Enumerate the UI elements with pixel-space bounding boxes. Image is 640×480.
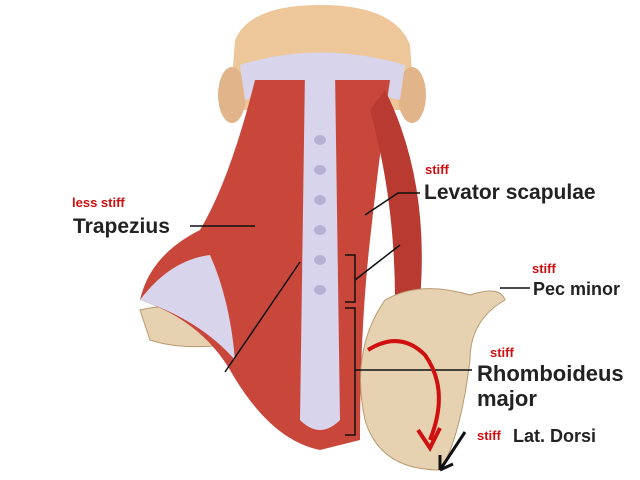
spine-ligament xyxy=(300,65,340,430)
trapezius-stiffness: less stiff xyxy=(72,195,125,210)
right-scapula xyxy=(360,288,506,471)
lat-dorsi-stiffness: stiff xyxy=(477,428,501,443)
rhomboideus-stiffness: stiff xyxy=(490,345,514,360)
levator-scapulae-label: Levator scapulae xyxy=(424,181,596,204)
vertebrae xyxy=(314,135,326,295)
leader-lines xyxy=(190,192,530,436)
pec-minor-stiffness: stiff xyxy=(532,261,556,276)
trapezius-muscle xyxy=(140,80,390,450)
rhomboideus-label-line2: major xyxy=(477,386,537,411)
rhomboideus-label-line1: Rhomboideus xyxy=(477,361,624,386)
levator-stiffness: stiff xyxy=(425,162,449,177)
left-ear xyxy=(218,67,246,123)
pec-minor-label: Pec minor xyxy=(533,279,621,299)
black-down-arrow-icon xyxy=(438,431,467,472)
red-arrowhead-icon xyxy=(416,427,442,452)
trapezius-tendon xyxy=(140,255,235,360)
trapezius-label: Trapezius xyxy=(73,215,170,238)
right-ear xyxy=(398,67,426,123)
lat-dorsi-label: Lat. Dorsi xyxy=(513,426,597,446)
red-rotation-arrow xyxy=(366,339,441,441)
